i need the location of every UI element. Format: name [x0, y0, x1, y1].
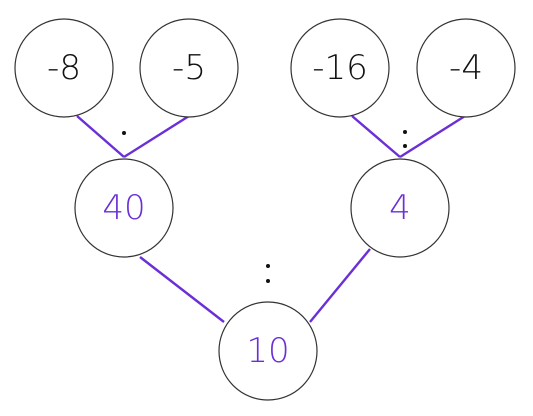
- root-node: 10: [218, 301, 318, 401]
- edge-leaf-d-to-right: [399, 114, 466, 159]
- leaf-node-c: -16: [290, 18, 390, 118]
- edge-left-to-root: [139, 256, 225, 323]
- middle-node-left: 40: [74, 158, 174, 258]
- leaf-value-b: -5: [172, 48, 206, 88]
- edge-leaf-b-to-left: [123, 114, 190, 159]
- leaf-value-d: -4: [449, 48, 483, 88]
- leaf-value-c: -16: [312, 48, 368, 88]
- leaf-node-d: -4: [416, 18, 516, 118]
- root-value: 10: [246, 331, 289, 371]
- leaf-value-a: -8: [47, 48, 81, 88]
- middle-node-right: 4: [350, 158, 450, 258]
- edge-leaf-c-to-right: [351, 115, 401, 158]
- root-division-operator: [266, 264, 270, 283]
- middle-value-right: 4: [389, 188, 411, 228]
- leaf-node-a: -8: [14, 18, 114, 118]
- edge-leaf-a-to-left: [76, 115, 125, 158]
- left-division-operator: [122, 131, 126, 135]
- edge-right-to-root: [309, 248, 371, 323]
- leaf-node-b: -5: [139, 18, 239, 118]
- right-division-operator: [403, 130, 407, 148]
- middle-value-left: 40: [102, 188, 145, 228]
